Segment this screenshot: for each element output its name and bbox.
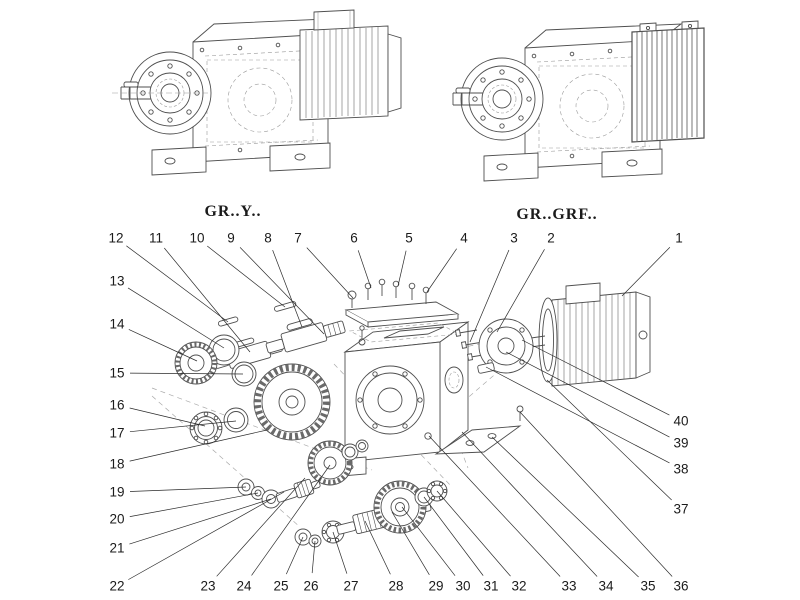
leader-line-12	[126, 245, 229, 323]
leader-line-7	[306, 247, 354, 299]
leader-line-23	[216, 477, 306, 577]
leader-line-15	[129, 372, 244, 375]
input-housing-left	[112, 51, 212, 135]
leader-line-20	[129, 492, 259, 517]
leader-line-9	[239, 247, 325, 335]
variant-label-gr-grf: GR..GRF..	[516, 206, 598, 223]
leader-line-29	[391, 511, 430, 576]
output-shaft-assembly	[294, 480, 448, 548]
gear-housing	[329, 321, 524, 478]
leader-line-39	[505, 351, 670, 438]
leader-line-31	[423, 496, 484, 576]
leader-line-22	[128, 491, 285, 580]
gearbox-motor-drawing-left	[112, 9, 402, 176]
leader-line-24	[251, 464, 331, 576]
leader-line-26	[311, 540, 316, 574]
leader-line-32	[436, 490, 511, 577]
input-shaft-1	[265, 318, 346, 354]
large-gear	[253, 363, 331, 441]
shaft-key	[274, 301, 297, 312]
leader-line-14	[128, 329, 198, 362]
leader-line-17	[129, 420, 237, 433]
input-housing-right	[452, 57, 544, 141]
leader-line-21	[129, 498, 272, 545]
leader-line-34	[461, 431, 598, 577]
leader-line-25	[286, 536, 304, 575]
leader-line-4	[426, 248, 457, 293]
leader-line-33	[428, 435, 561, 577]
leader-line-18	[129, 429, 268, 462]
leader-line-2	[496, 249, 545, 333]
leader-line-36	[519, 411, 673, 577]
pinion-shaft	[275, 478, 321, 503]
leader-lines	[126, 245, 673, 580]
input-shafts-and-gears	[174, 301, 369, 509]
leader-line-13	[127, 287, 225, 349]
leader-line-8	[272, 250, 303, 328]
gearbox-motor-drawing-right	[452, 20, 705, 182]
intermediate-gear	[307, 440, 353, 486]
oil-seal	[174, 341, 218, 385]
leader-line-28	[364, 520, 391, 575]
motor-exploded	[530, 282, 651, 387]
leader-line-10	[207, 245, 286, 308]
motor-and-flange-group	[454, 282, 651, 387]
leader-line-5	[397, 250, 407, 287]
leader-line-30	[401, 506, 456, 576]
leader-line-19	[129, 486, 247, 492]
variant-label-gr-y: GR..Y..	[204, 203, 262, 220]
leader-line-16	[129, 407, 206, 427]
leader-line-37	[546, 379, 672, 501]
leader-line-40	[521, 339, 670, 416]
leader-line-3	[469, 249, 510, 343]
leader-line-1	[621, 247, 671, 297]
ball-bearing	[189, 411, 223, 445]
leader-line-35	[491, 436, 639, 578]
leader-line-11	[164, 247, 251, 353]
leader-line-6	[357, 250, 372, 289]
shaft-key	[217, 316, 239, 327]
motor-left	[299, 9, 402, 121]
finned-cover-block	[631, 20, 705, 143]
leader-line-38	[485, 366, 670, 464]
leader-line-27	[332, 531, 348, 574]
